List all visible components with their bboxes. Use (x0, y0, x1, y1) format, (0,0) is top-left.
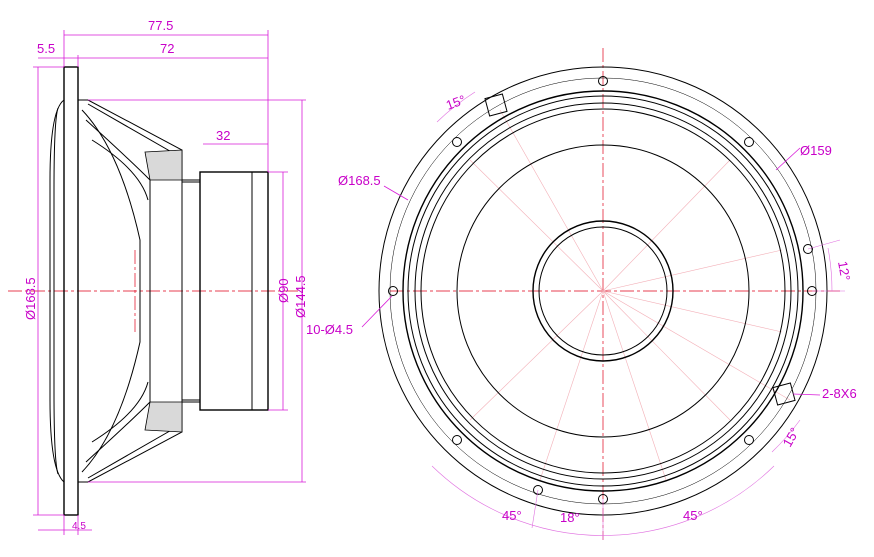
dim-label-angle-right: 12° (835, 260, 853, 282)
cone-line-4 (91, 381, 149, 443)
cone-edge (420, 108, 786, 474)
dust-cap-inner (538, 226, 668, 356)
cone-inner-ring (456, 144, 750, 438)
dim-ext-right-hole (807, 239, 841, 250)
dim-label-72: 72 (160, 41, 174, 56)
dim-arc-top-slot (436, 91, 476, 123)
dim-label-18: 18° (560, 510, 580, 525)
dim-label-159: Ø159 (800, 143, 832, 158)
dim-label-45-left: 45° (502, 508, 522, 523)
leader-168-5 (383, 185, 409, 201)
surround-inner (53, 107, 59, 475)
basket-rib-top (144, 149, 183, 181)
dim-label-32: 32 (216, 128, 230, 143)
dim-label-45-right: 45° (683, 508, 703, 523)
front-view: Ø168.5 Ø159 10-Ø4.5 2-8X6 15° 12° 15° 45… (306, 48, 857, 540)
dim-label-side-168-5: Ø168.5 (23, 277, 38, 320)
mount-hole (803, 244, 813, 254)
mount-hole (533, 485, 543, 495)
dust-cap-outer (532, 220, 674, 362)
dim-label-holes: 10-Ø4.5 (306, 322, 353, 337)
dim-arc-right (827, 247, 833, 292)
dim-label-angle-bottom-slot: 15° (780, 425, 803, 450)
mount-hole (744, 137, 754, 147)
leader-159 (775, 147, 801, 171)
surround-inner (414, 102, 792, 480)
surround-mid (407, 95, 799, 487)
dim-arc-bottom-slot (771, 419, 801, 453)
mount-hole (598, 76, 608, 86)
dim-label-4-5: 4.5 (72, 521, 86, 532)
leader-slots (792, 393, 821, 396)
radial-lines (469, 109, 791, 481)
leader-holes (361, 295, 393, 328)
cone-line-1 (85, 119, 151, 181)
mount-hole (388, 286, 398, 296)
dim-ext-bottom-left (531, 489, 539, 529)
dim-label-5-5: 5.5 (37, 41, 55, 56)
cone-profile (81, 109, 141, 473)
front-flange (63, 66, 79, 516)
dim-label-angle-top: 15° (444, 92, 468, 113)
cone-line-2 (85, 401, 151, 463)
mounting-holes (388, 76, 817, 504)
basket-rib-bottom (144, 401, 183, 433)
dim-label-front-168-5: Ø168.5 (338, 173, 381, 188)
magnet-front-plate (181, 181, 201, 401)
mount-hole (452, 137, 462, 147)
mount-hole (744, 435, 754, 445)
cone-line-3 (91, 139, 149, 201)
terminal-slot-top (484, 93, 508, 117)
dim-label-77-5: 77.5 (148, 18, 173, 33)
dim-label-144-5: Ø144.5 (293, 275, 308, 318)
side-view: 77.5 5.5 72 32 Ø168.5 Ø90 Ø144.5 4.5 (8, 18, 308, 535)
dim-label-90: Ø90 (276, 278, 291, 303)
surround-outer (402, 90, 804, 492)
terminal-slot-bottom (772, 382, 796, 406)
dim-label-slots: 2-8X6 (822, 386, 857, 401)
mount-hole (452, 435, 462, 445)
